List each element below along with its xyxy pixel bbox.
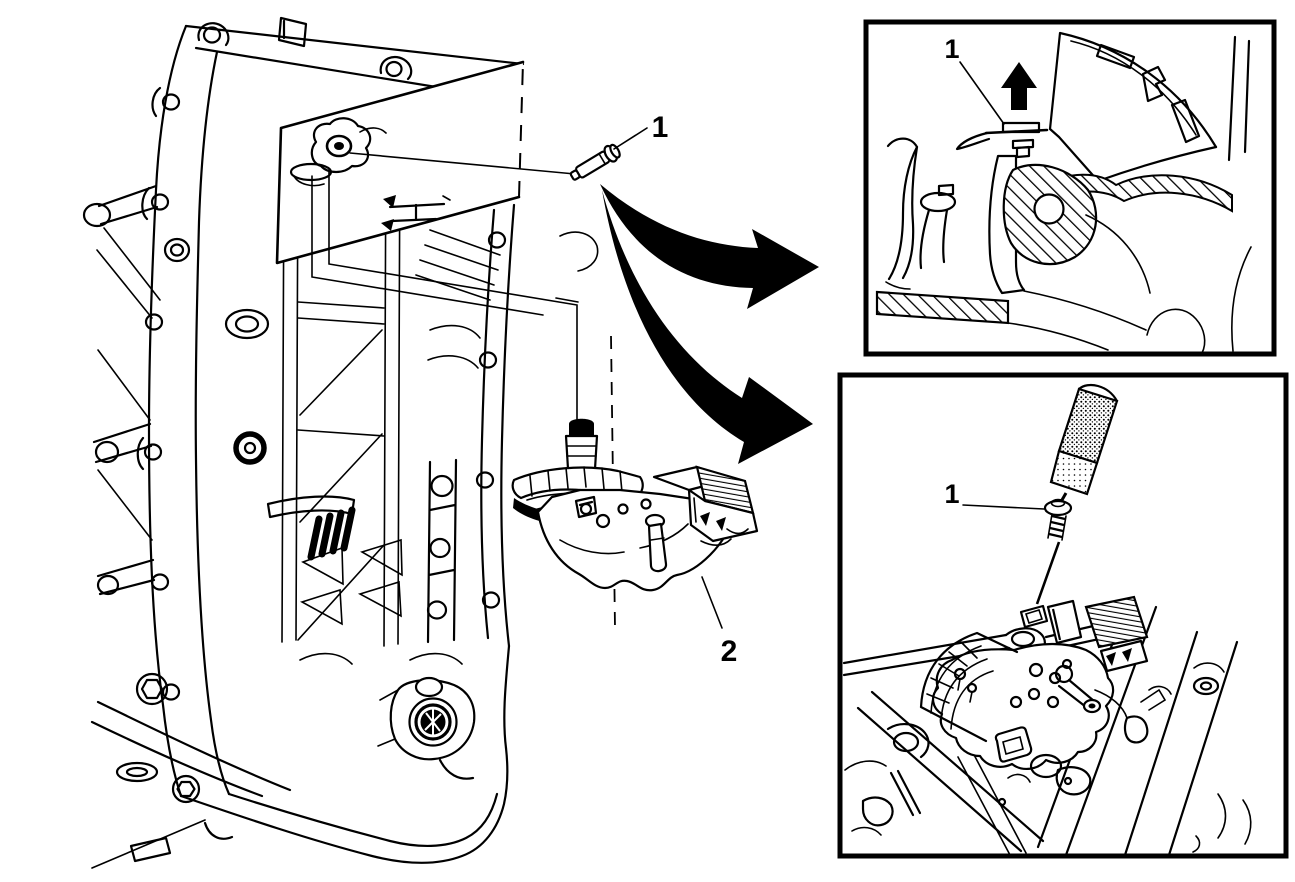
- callout-2-leader: [701, 576, 723, 629]
- curved-arrow-to-top-inset-icon: [600, 184, 819, 309]
- callout-1-main: 1: [652, 111, 669, 144]
- main-illustration: 1 2: [82, 16, 819, 869]
- spring-clip-glyph: [381, 195, 451, 231]
- bottom-inset-leader: [962, 504, 1045, 510]
- detent-lever-assembly: [511, 418, 759, 592]
- transmission-case: [82, 16, 599, 869]
- top-inset-drawing: [875, 31, 1252, 354]
- callout-1-top-inset: 1: [944, 34, 959, 64]
- lock-pin: [349, 127, 648, 181]
- up-arrow-icon: [1001, 62, 1037, 110]
- detent-sector-gear: [919, 631, 1019, 743]
- bottom-inset-drawing: [842, 383, 1252, 857]
- callout-1-bottom-inset: 1: [944, 479, 959, 509]
- electrical-connector: [377, 676, 476, 761]
- pin-installer-tool: [1035, 383, 1119, 605]
- top-inset-leader: [959, 61, 1005, 125]
- retainer-clip: [955, 121, 1049, 159]
- curved-arrow-to-bottom-inset-icon: [602, 190, 813, 464]
- top-inset: 1: [863, 19, 1277, 357]
- bottom-inset: 1: [837, 372, 1289, 859]
- callout-2-main: 2: [721, 635, 738, 668]
- gasket-plate: [275, 60, 525, 265]
